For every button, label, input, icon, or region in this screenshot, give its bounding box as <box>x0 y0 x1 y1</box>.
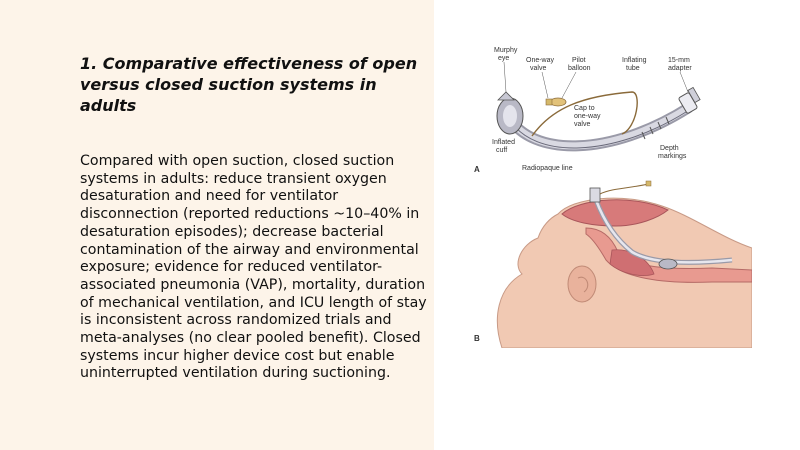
panel-a-letter: A <box>474 165 480 174</box>
svg-text:tube: tube <box>626 65 640 72</box>
svg-text:valve: valve <box>530 65 546 72</box>
label-cap: Cap to <box>574 105 595 112</box>
panel-b-head: B <box>474 180 753 349</box>
svg-text:one-way: one-way <box>574 113 601 120</box>
svg-text:markings: markings <box>658 153 687 160</box>
text-panel: 1. Comparative effectiveness of open ver… <box>0 0 434 450</box>
slide-title: 1. Comparative effectiveness of open ver… <box>80 54 418 115</box>
label-murphy-eye: Murphy <box>494 47 518 54</box>
svg-text:cuff: cuff <box>496 147 507 154</box>
figure-svg: Murphy eye One-way valve Pilot balloon I… <box>474 47 753 349</box>
svg-text:eye: eye <box>498 55 509 62</box>
label-inflating-tube: Inflating <box>622 57 647 64</box>
label-radiopaque-line: Radiopaque line <box>522 165 573 172</box>
label-one-way-valve: One-way <box>526 57 555 64</box>
label-depth-markings: Depth <box>660 145 679 152</box>
svg-text:valve: valve <box>574 121 590 128</box>
panel-a-tube: Murphy eye One-way valve Pilot balloon I… <box>474 47 701 174</box>
label-adapter: 15-mm <box>668 57 690 64</box>
endotracheal-tube-illustration: Murphy eye One-way valve Pilot balloon I… <box>462 38 753 349</box>
label-pilot-balloon: Pilot <box>572 57 586 64</box>
svg-text:adapter: adapter <box>668 65 692 72</box>
slide-body: Compared with open suction, closed sucti… <box>80 153 427 382</box>
svg-text:balloon: balloon <box>568 65 591 72</box>
panel-b-letter: B <box>474 334 480 343</box>
label-inflated-cuff: Inflated <box>492 139 515 146</box>
